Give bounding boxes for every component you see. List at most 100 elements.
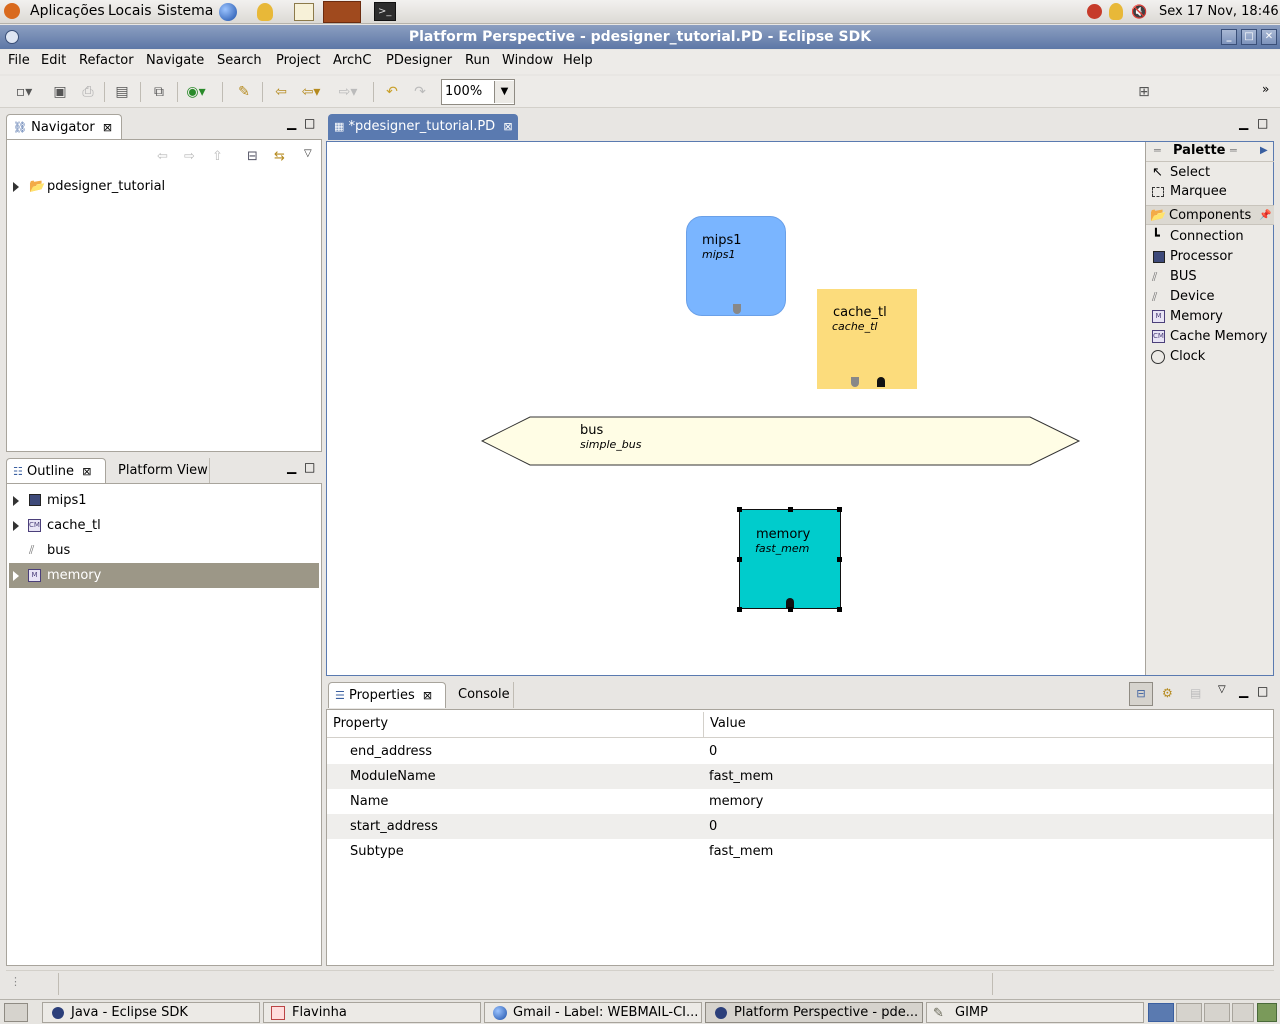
task-platform-perspective[interactable]: Platform Perspective - pde... [705, 1002, 923, 1023]
print-icon[interactable]: ⎙ [82, 84, 94, 100]
task-gimp[interactable]: ✎ GIMP [926, 1002, 1144, 1023]
selection-handle[interactable] [788, 607, 793, 612]
minimize-view-icon[interactable]: ▁ [287, 116, 297, 130]
pin-icon[interactable]: 📌 [1259, 210, 1272, 221]
task-flavinha[interactable]: Flavinha [263, 1002, 481, 1023]
save-icon[interactable]: ▣ [53, 84, 67, 100]
property-row[interactable]: Name memory [327, 789, 1273, 814]
palette-item-processor[interactable]: Processor [1146, 247, 1274, 267]
property-value[interactable]: memory [709, 794, 764, 809]
redo-icon[interactable]: ↷ [414, 84, 426, 100]
close-icon[interactable]: ⊠ [422, 689, 433, 702]
menu-file[interactable]: File [8, 53, 30, 68]
menu-refactor[interactable]: Refactor [79, 53, 134, 68]
menu-project[interactable]: Project [276, 53, 321, 68]
link-editor-icon[interactable]: ⇆ [274, 149, 285, 164]
terminal-launcher-icon[interactable]: >_ [374, 2, 396, 21]
port-icon[interactable] [786, 598, 794, 608]
panel-clock[interactable]: Sex 17 Nov, 18:46 [1159, 4, 1279, 19]
expand-arrow-icon[interactable] [13, 182, 19, 192]
show-desktop-icon[interactable] [4, 1003, 28, 1022]
undo-icon[interactable]: ↶ [386, 84, 398, 100]
workspace-2[interactable] [1176, 1003, 1202, 1022]
view-menu-icon[interactable]: ▽ [1218, 684, 1226, 695]
workspace-4[interactable] [1232, 1003, 1254, 1022]
collapse-palette-icon[interactable]: ▶ [1260, 145, 1268, 156]
menu-places[interactable]: Locais [108, 3, 152, 19]
minimize-window-button[interactable]: _ [1221, 29, 1237, 45]
status-grip-icon[interactable]: ⋮ [10, 975, 21, 988]
maximize-view-icon[interactable]: □ [304, 460, 316, 474]
editor-launcher-icon[interactable] [294, 3, 314, 21]
selection-handle[interactable] [737, 507, 742, 512]
close-icon[interactable]: ⊠ [82, 465, 92, 478]
column-divider[interactable] [703, 712, 704, 738]
outline-item-mips1[interactable]: mips1 [7, 488, 321, 513]
minimize-view-icon[interactable]: ▁ [287, 460, 297, 474]
close-window-button[interactable]: ✕ [1261, 29, 1277, 45]
outline-item-cache-tl[interactable]: CM cache_tl [7, 513, 321, 538]
window-menu-icon[interactable] [5, 30, 19, 44]
selection-handle[interactable] [837, 557, 842, 562]
task-java-eclipse[interactable]: Java - Eclipse SDK [42, 1002, 260, 1023]
tab-outline[interactable]: ☷ Outline ⊠ [6, 458, 106, 484]
tree-item-project[interactable]: 📂 pdesigner_tutorial [7, 174, 321, 199]
shape-mips1[interactable]: mips1 mips1 [686, 216, 786, 316]
palette-item-connection[interactable]: ┗ Connection [1146, 227, 1274, 247]
maximize-view-icon[interactable]: □ [1257, 684, 1269, 698]
property-value[interactable]: fast_mem [709, 769, 774, 784]
palette-tool-select[interactable]: ↖ Select [1146, 163, 1274, 183]
run-icon[interactable]: ◉▾ [186, 84, 206, 100]
close-icon[interactable]: ⊠ [503, 120, 513, 133]
back-icon[interactable]: ⇦▾ [301, 84, 321, 100]
menu-search[interactable]: Search [217, 53, 262, 68]
palette-tool-marquee[interactable]: Marquee [1146, 182, 1274, 202]
ubuntu-logo-icon[interactable] [4, 3, 20, 19]
property-row[interactable]: Subtype fast_mem [327, 839, 1273, 864]
menu-edit[interactable]: Edit [41, 53, 67, 68]
column-header-property[interactable]: Property [333, 716, 389, 731]
menu-run[interactable]: Run [465, 53, 490, 68]
selection-handle[interactable] [737, 607, 742, 612]
forward-icon[interactable]: ⇨▾ [338, 84, 358, 100]
open-type-icon[interactable]: ✎ [238, 84, 250, 100]
tab-properties[interactable]: ☰ Properties ⊠ [328, 682, 446, 708]
window-titlebar[interactable]: Platform Perspective - pdesigner_tutoria… [0, 25, 1280, 49]
workspace-3[interactable] [1204, 1003, 1230, 1022]
outline-item-bus[interactable]: ⫽ bus [7, 538, 321, 563]
maximize-window-button[interactable]: □ [1241, 29, 1257, 45]
expand-arrow-icon[interactable] [13, 571, 19, 581]
shape-cache-tl[interactable]: cache_tl cache_tl [817, 289, 917, 389]
menu-window[interactable]: Window [502, 53, 554, 68]
menu-navigate[interactable]: Navigate [146, 53, 205, 68]
property-row[interactable]: end_address 0 [327, 739, 1273, 764]
view-menu-icon[interactable]: ▽ [304, 148, 312, 159]
tab-diagram-file[interactable]: ▦ *pdesigner_tutorial.PD ⊠ [328, 114, 518, 140]
property-value[interactable]: 0 [709, 744, 718, 759]
workspace-1[interactable] [1148, 1003, 1174, 1022]
minimize-view-icon[interactable]: ▁ [1239, 684, 1249, 698]
menu-system[interactable]: Sistema [157, 3, 214, 19]
up-folder-icon[interactable]: ⇧ [212, 149, 223, 164]
chevron-down-icon[interactable]: ▼ [494, 81, 514, 103]
menu-applications[interactable]: Aplicações [30, 3, 105, 19]
palette-item-bus[interactable]: ⫽ BUS [1146, 267, 1274, 287]
tab-console[interactable]: Console [450, 682, 514, 708]
shape-memory[interactable]: memory fast_mem [737, 507, 842, 612]
task-gmail[interactable]: Gmail - Label: WEBMAIL-CI... [484, 1002, 702, 1023]
property-row[interactable]: ModuleName fast_mem [327, 764, 1273, 789]
selection-handle[interactable] [837, 607, 842, 612]
messenger-launcher-icon[interactable] [257, 3, 273, 21]
selection-handle[interactable] [837, 507, 842, 512]
collapse-all-icon[interactable]: ⊟ [247, 149, 258, 164]
expand-arrow-icon[interactable] [13, 521, 19, 531]
port-icon[interactable] [877, 377, 885, 387]
menu-pdesigner[interactable]: PDesigner [386, 53, 453, 68]
binary-view-icon[interactable]: ▤ [115, 84, 129, 100]
open-perspective-icon[interactable]: ⊞ [1138, 84, 1150, 100]
show-categories-icon[interactable]: ⊟ [1129, 682, 1153, 706]
trash-icon[interactable] [1257, 1003, 1277, 1022]
show-advanced-icon[interactable]: ⚙ [1162, 686, 1173, 700]
update-notifier-icon[interactable] [1087, 4, 1102, 19]
tab-platform-view[interactable]: Platform View [110, 458, 210, 484]
